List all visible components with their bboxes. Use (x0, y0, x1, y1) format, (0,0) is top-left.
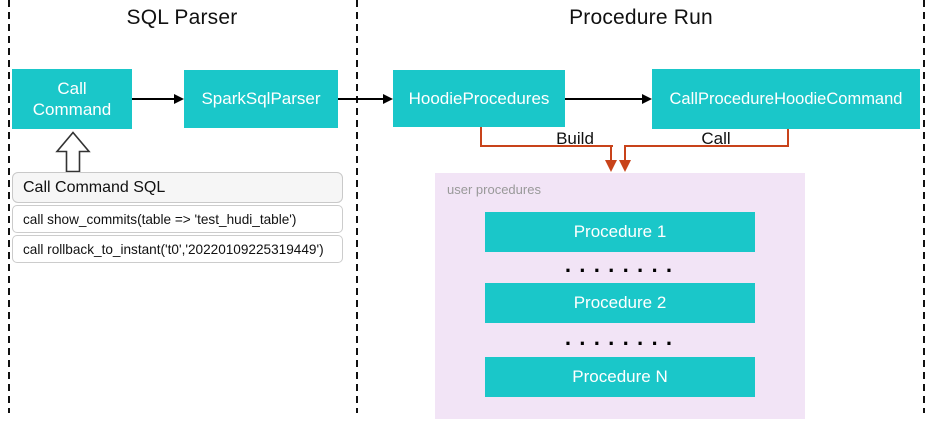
node-call-command: Call Command (12, 69, 132, 129)
call-connector-vertical (787, 129, 789, 147)
node-procedure-n: Procedure N (485, 357, 755, 397)
edge-label-build: Build (556, 129, 594, 148)
user-procedures-container: user procedures Procedure 1 ........ Pro… (435, 173, 805, 419)
arrowhead-right-icon (642, 93, 652, 104)
right-dashed-border (923, 0, 925, 413)
arrow-call-command-to-parser (132, 98, 176, 100)
section-title-sql-parser: SQL Parser (126, 6, 238, 29)
section-divider-dashed-line (356, 0, 358, 413)
arrowhead-right-icon (383, 93, 393, 104)
edge-label-call: Call (701, 129, 731, 148)
hollow-up-arrow-icon (55, 131, 91, 173)
build-connector-drop (610, 145, 612, 162)
sql-statement-row: call show_commits(table => 'test_hudi_ta… (12, 205, 343, 233)
section-title-procedure-run: Procedure Run (569, 6, 713, 29)
build-connector-horizontal (480, 145, 613, 147)
orange-down-arrowhead-icon (604, 160, 617, 172)
node-call-procedure-hoodie-command: CallProcedureHoodieCommand (652, 69, 920, 129)
call-connector-horizontal (624, 145, 789, 147)
node-procedure-2: Procedure 2 (485, 283, 755, 323)
orange-down-arrowhead-icon (618, 160, 631, 172)
left-dashed-border (8, 0, 10, 413)
arrow-parser-to-hoodie-procedures (338, 98, 385, 100)
node-hoodie-procedures: HoodieProcedures (393, 70, 565, 127)
user-procedures-label: user procedures (447, 182, 541, 197)
arrow-procedures-to-command (565, 98, 644, 100)
sql-panel-header: Call Command SQL (12, 172, 343, 203)
ellipsis-dots: ........ (562, 334, 678, 346)
node-procedure-1: Procedure 1 (485, 212, 755, 252)
ellipsis-dots: ........ (562, 261, 678, 273)
sql-statement-row: call rollback_to_instant('t0','202201092… (12, 235, 343, 263)
build-connector-vertical (480, 127, 482, 147)
arrowhead-right-icon (174, 93, 184, 104)
node-spark-sql-parser: SparkSqlParser (184, 70, 338, 128)
call-connector-drop (624, 145, 626, 162)
